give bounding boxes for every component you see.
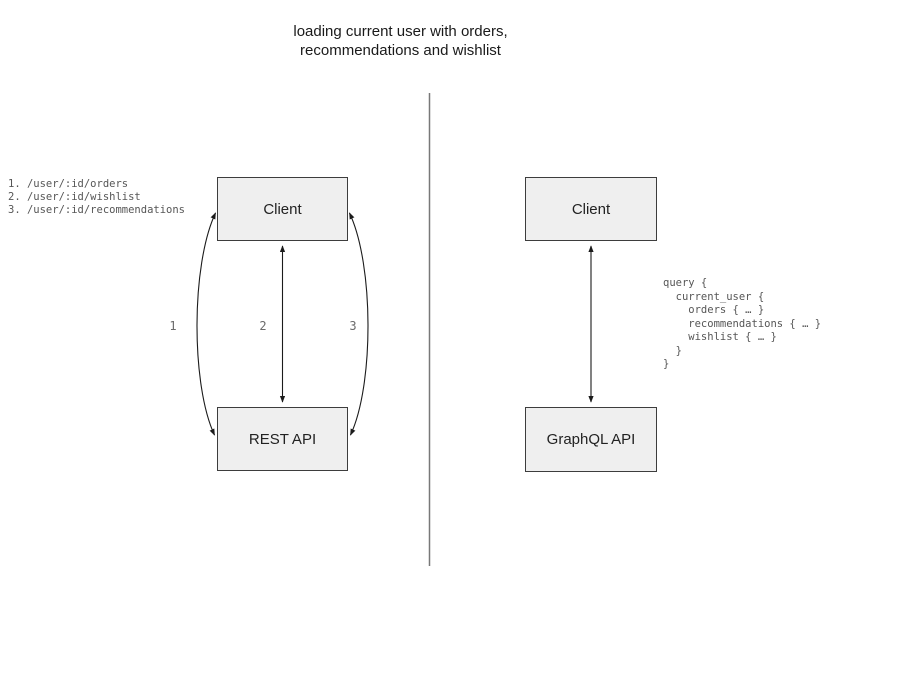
rest-client-box-label: Client xyxy=(263,200,302,218)
query-line: recommendations { … } xyxy=(663,317,822,330)
query-line: orders { … } xyxy=(663,304,765,316)
title-line-2: recommendations and wishlist xyxy=(300,42,501,59)
graphql-query-block: query { current_user { orders { … } reco… xyxy=(663,277,821,372)
rest-arrow-label-1: 1 xyxy=(169,319,177,333)
diagram-title: loading current user with orders, recomm… xyxy=(0,22,801,60)
query-line: } xyxy=(663,358,670,370)
rest-endpoint-recommendations: 3. /user/:id/recommendations xyxy=(8,204,186,216)
graphql-api-box: GraphQL API xyxy=(525,407,657,472)
rest-endpoint-orders: 1. /user/:id/orders xyxy=(8,178,129,190)
rest-client-box: Client xyxy=(217,177,348,241)
query-line: } xyxy=(663,344,682,357)
graphql-client-box-label: Client xyxy=(571,200,611,218)
graphql-api-box-label: GraphQL API xyxy=(546,431,636,448)
query-line: query { xyxy=(663,277,708,289)
rest-endpoint-list: 1. /user/:id/orders 2. /user/:id/wishlis… xyxy=(8,178,185,217)
rest-api-box-label: REST API xyxy=(248,430,317,448)
rest-arrow-1-curve xyxy=(196,212,216,436)
query-line: wishlist { … } xyxy=(663,331,777,343)
rest-arrow-3-curve xyxy=(349,212,369,436)
rest-arrow-label-3: 3 xyxy=(349,319,357,333)
rest-api-box: REST API xyxy=(217,407,348,471)
query-line: current_user { xyxy=(663,290,765,303)
rest-arrow-label-2: 2 xyxy=(259,319,267,333)
title-line-1: loading current user with orders, xyxy=(293,23,508,40)
graphql-client-box: Client xyxy=(525,177,657,241)
rest-endpoint-wishlist: 2. /user/:id/wishlist xyxy=(8,191,141,203)
